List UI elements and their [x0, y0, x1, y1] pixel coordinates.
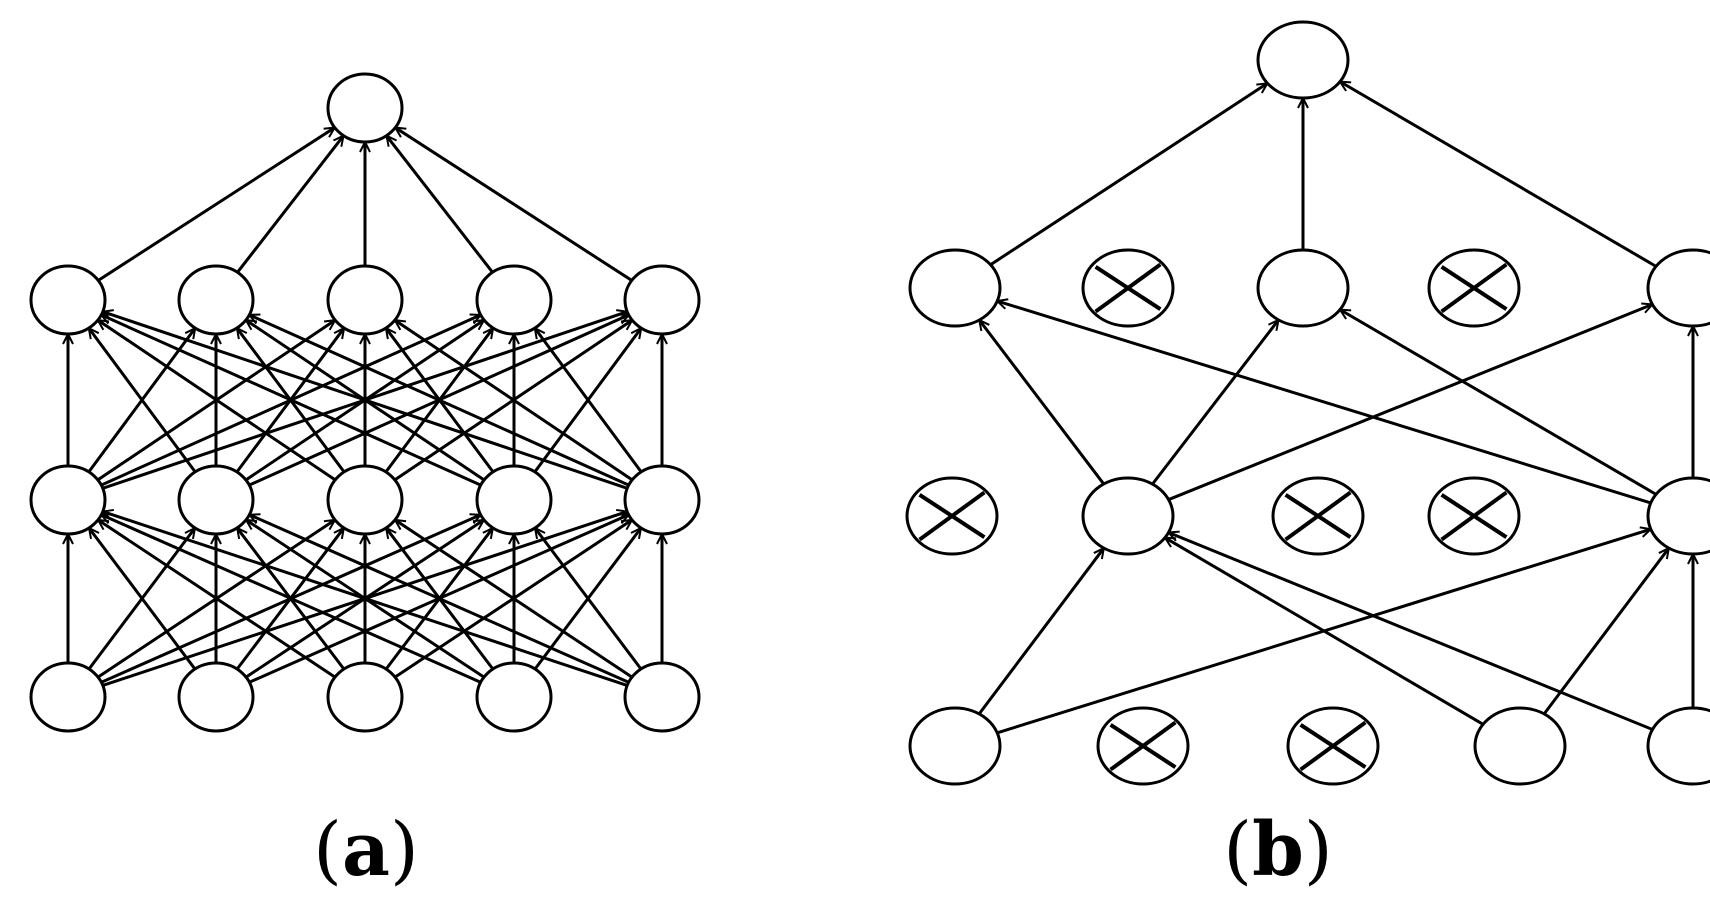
neuron-hidden2-3: [475, 264, 553, 336]
dropped-neuron-input-2: [1286, 706, 1380, 786]
neuron-output-0: [326, 72, 404, 144]
connection-hidden1-2-to-hidden2-0: [98, 320, 341, 485]
connection-hidden2-3-to-output-0: [386, 136, 497, 278]
neuron-input-3: [1473, 706, 1567, 786]
caption-open-paren: (: [1223, 807, 1253, 893]
neuron-hidden2-0: [908, 248, 1002, 328]
connection-input-1-to-hidden1-2: [232, 528, 344, 675]
connection-input-2-to-hidden1-3: [381, 528, 493, 675]
connection-hidden1-1-to-hidden2-0: [89, 328, 200, 477]
caption-letter: b: [1252, 807, 1304, 893]
connection-hidden1-4-to-hidden2-2: [1340, 308, 1663, 499]
neuron-hidden2-4: [1646, 248, 1710, 328]
connection-hidden1-2-to-hidden2-3: [381, 328, 493, 478]
connection-hidden1-1-to-hidden2-2: [1147, 320, 1279, 490]
neuron-hidden1-1: [177, 464, 255, 536]
neuron-hidden1-1: [1081, 476, 1175, 556]
neuron-input-0: [908, 706, 1002, 786]
caption-close-paren: ): [389, 807, 419, 893]
neuron-hidden2-2: [326, 264, 404, 336]
connection-input-3-to-hidden1-0: [101, 515, 487, 686]
panel-a-edges: [68, 126, 662, 689]
neuron-hidden1-3: [475, 464, 553, 536]
neuron-input-4: [623, 661, 701, 733]
connection-input-0-to-hidden1-4: [990, 529, 1651, 737]
panel-a-caption: (a): [266, 800, 466, 900]
connection-hidden1-3-to-hidden2-4: [530, 328, 642, 477]
neuron-output-0: [1256, 20, 1350, 100]
neuron-hidden2-2: [1256, 248, 1350, 328]
connection-hidden1-4-to-hidden2-2: [395, 320, 638, 485]
neuron-hidden2-1: [177, 264, 255, 336]
connection-hidden1-1-to-hidden2-4: [1161, 304, 1653, 504]
connection-hidden1-4-to-hidden2-0: [103, 312, 633, 492]
connection-input-4-to-hidden1-1: [249, 515, 635, 686]
connection-input-4-to-hidden1-0: [103, 512, 633, 689]
neuron-hidden2-0: [29, 264, 107, 336]
caption-close-paren: ): [1303, 807, 1333, 893]
connection-hidden1-1-to-hidden2-4: [243, 315, 628, 489]
caption-open-paren: (: [313, 807, 343, 893]
connection-hidden1-1-to-hidden2-3: [240, 320, 484, 485]
panel-a-standard-network: [29, 72, 701, 733]
connection-input-0-to-hidden1-1: [974, 548, 1104, 720]
connection-input-1-to-hidden1-3: [240, 518, 484, 682]
connection-hidden2-1-to-output-0: [233, 136, 343, 278]
connection-hidden1-3-to-hidden2-0: [101, 315, 487, 489]
dropped-neuron-hidden1-0: [905, 476, 999, 556]
connection-input-3-to-hidden1-4: [1539, 548, 1669, 720]
connection-hidden2-0-to-output-0: [92, 126, 335, 285]
connection-input-0-to-hidden1-2: [92, 518, 335, 682]
dropped-neuron-hidden1-2: [1271, 476, 1365, 556]
connection-input-1-to-hidden1-0: [89, 528, 200, 675]
connection-hidden1-1-to-hidden2-0: [979, 320, 1109, 490]
connection-hidden1-4-to-hidden2-0: [997, 301, 1658, 507]
panel-b-dropout-network: [905, 20, 1710, 786]
neuron-input-0: [29, 661, 107, 733]
connection-input-2-to-hidden1-4: [389, 518, 632, 682]
panel-a-nodes: [29, 72, 701, 733]
panel-b-nodes: [905, 20, 1710, 786]
neuron-hidden1-4: [1646, 476, 1710, 556]
connection-hidden2-4-to-output-0: [395, 126, 638, 285]
connection-hidden1-2-to-hidden2-4: [389, 320, 632, 485]
connection-hidden1-4-to-hidden2-3: [535, 328, 646, 477]
dropped-neuron-hidden2-1: [1081, 248, 1175, 328]
connection-hidden1-0-to-hidden2-2: [92, 320, 335, 485]
caption-letter: a: [342, 807, 390, 893]
dropped-neuron-hidden2-3: [1427, 248, 1521, 328]
neuron-input-4: [1646, 706, 1710, 786]
connection-hidden1-1-to-hidden2-2: [232, 328, 344, 478]
connection-input-1-to-hidden1-4: [243, 515, 628, 686]
connection-hidden2-4-to-output-0: [1340, 80, 1663, 271]
neuron-hidden1-2: [326, 464, 404, 536]
connection-input-0-to-hidden1-1: [84, 528, 195, 675]
connection-input-3-to-hidden1-1: [1165, 536, 1490, 729]
neuron-input-3: [475, 661, 553, 733]
connection-input-4-to-hidden1-2: [395, 518, 638, 682]
neuron-hidden1-0: [29, 464, 107, 536]
dropped-neuron-hidden1-3: [1427, 476, 1521, 556]
connection-input-2-to-hidden1-0: [98, 518, 341, 682]
connection-hidden1-0-to-hidden2-1: [84, 328, 196, 477]
panel-b-caption: (b): [1178, 800, 1378, 900]
neuron-hidden2-4: [623, 264, 701, 336]
connection-input-4-to-hidden1-1: [1169, 533, 1660, 734]
dropped-neuron-input-1: [1096, 706, 1190, 786]
neuron-input-2: [326, 661, 404, 733]
connection-input-4-to-hidden1-3: [535, 528, 646, 675]
neuron-input-1: [177, 661, 255, 733]
connection-hidden2-0-to-output-0: [984, 82, 1267, 270]
neuron-hidden1-4: [623, 464, 701, 536]
connection-hidden1-4-to-hidden2-1: [249, 315, 635, 489]
panel-b-edges: [974, 80, 1693, 737]
